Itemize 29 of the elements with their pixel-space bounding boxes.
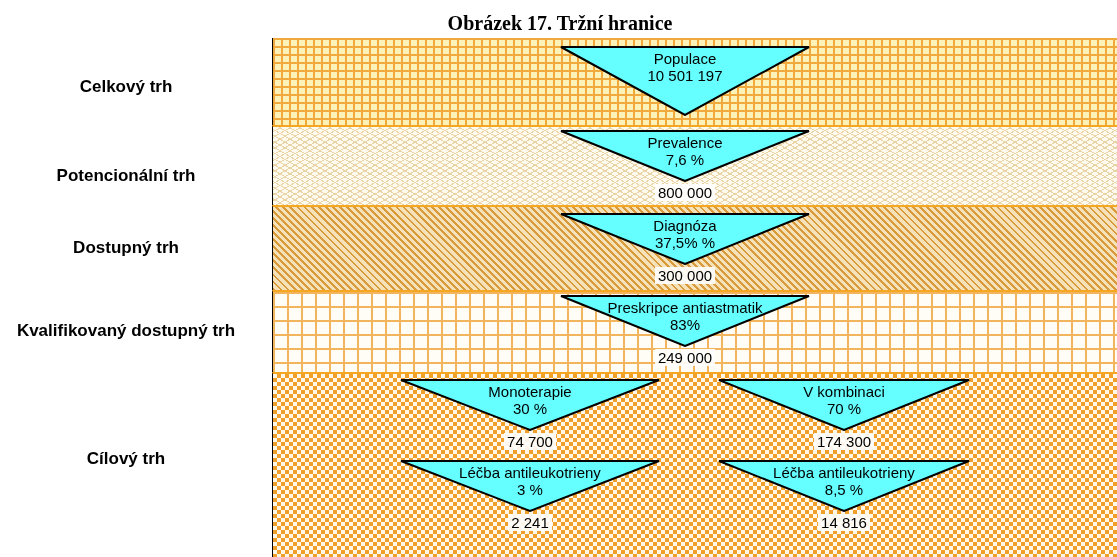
- segment-label: 7,6 %: [665, 151, 705, 168]
- segment-label: Léčba antileukotrieny: [459, 464, 601, 481]
- segment-label: 2 241: [508, 514, 552, 531]
- segment-label: 74 700: [504, 433, 556, 450]
- segment-label: 800 000: [654, 184, 716, 201]
- market-level-label: Dostupný trh: [72, 237, 180, 259]
- segment-label: V kombinaci: [803, 383, 885, 400]
- segment-label: 37,5% %: [654, 234, 715, 251]
- segment-label: Prevalence: [647, 134, 723, 151]
- segment-label: 174 300: [813, 433, 875, 450]
- segment-label: 83%: [670, 316, 700, 333]
- segment-label: Léčba antileukotrieny: [773, 464, 915, 481]
- segment-label: 70 %: [826, 400, 862, 417]
- market-level-label: Cílový trh: [85, 448, 167, 470]
- figure-title: Obrázek 17. Tržní hranice: [446, 12, 674, 35]
- segment-label: Diagnóza: [653, 217, 717, 234]
- segment-label: Monoterapie: [488, 383, 572, 400]
- segment-label: Populace: [653, 50, 717, 67]
- segment-label: 3 %: [517, 481, 543, 498]
- market-level-label: Kvalifikovaný dostupný trh: [16, 320, 236, 342]
- market-level-label: Potencionální trh: [55, 165, 197, 187]
- segment-label: 8,5 %: [824, 481, 864, 498]
- segment-label: 30 %: [512, 400, 548, 417]
- segment-label: 10 501 197: [647, 67, 723, 84]
- segment-label: 14 816: [818, 514, 870, 531]
- segment-label: 300 000: [654, 267, 716, 284]
- market-level-label: Celkový trh: [78, 76, 174, 98]
- segment-label: Preskripce antiastmatik: [607, 299, 763, 316]
- segment-label: 249 000: [654, 349, 716, 366]
